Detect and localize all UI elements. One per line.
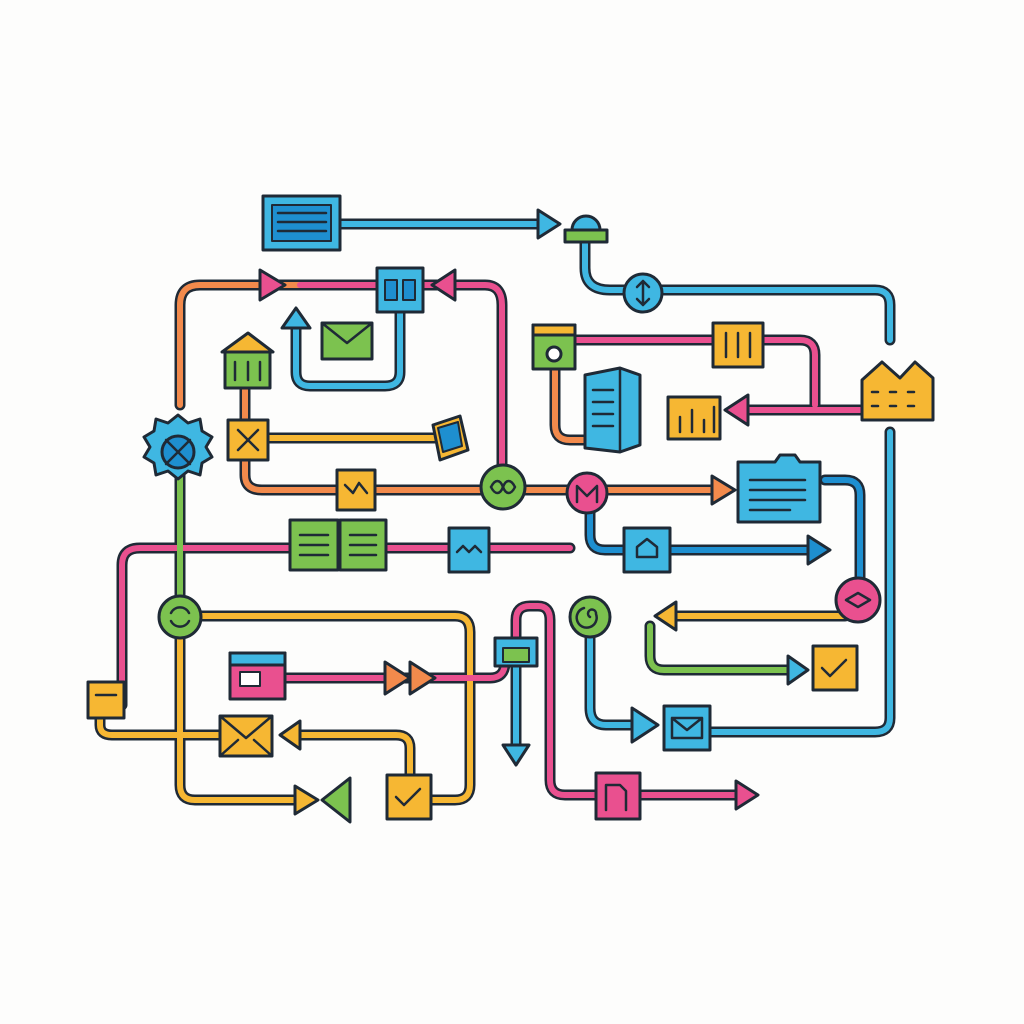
arrow-left-icon <box>723 393 750 427</box>
keyboard-icon <box>261 194 342 252</box>
binders-icon <box>711 321 765 369</box>
close-box-icon <box>226 418 270 462</box>
arrow-left-icon <box>278 719 302 751</box>
arrow-left-icon <box>430 268 457 302</box>
dome-sensor-icon <box>563 214 609 244</box>
truck-card-icon <box>228 651 287 701</box>
bar-chart-icon <box>666 395 722 441</box>
box-icon <box>86 680 126 720</box>
wave-card-icon <box>447 526 491 574</box>
connector-icon <box>493 636 539 668</box>
binders-pair-icon <box>288 518 388 572</box>
arrow-right-icon <box>383 660 437 696</box>
arrow-right-icon <box>258 268 287 302</box>
arrow-down-icon <box>501 743 531 767</box>
arrow-right-icon <box>710 474 737 506</box>
building-icon <box>583 366 642 454</box>
arrow-up-icon <box>280 306 312 330</box>
check-icon <box>811 644 859 692</box>
diamond-icon <box>834 576 882 624</box>
spiral-icon <box>568 595 612 639</box>
arrowheads <box>258 208 832 824</box>
film-icon <box>531 323 577 371</box>
house-icon <box>220 331 275 390</box>
factory-icon <box>860 360 935 422</box>
arrow-right-icon <box>630 706 660 744</box>
calendar-icon <box>335 468 377 512</box>
pipes <box>97 221 893 803</box>
envelope-icon <box>320 321 374 361</box>
folder-icon <box>736 453 822 524</box>
check-box-icon <box>385 773 433 821</box>
tag-icon <box>594 771 642 821</box>
arrow-right-icon <box>806 534 832 566</box>
infinity-icon <box>479 463 527 511</box>
arrow-left-icon <box>320 776 352 824</box>
mail-m-icon <box>565 471 609 515</box>
vertical-arrows-icon <box>622 272 664 314</box>
mail-box-icon <box>662 704 712 752</box>
mail-icon <box>218 714 274 758</box>
home-box-icon <box>622 526 672 574</box>
arrow-right-icon <box>786 654 810 686</box>
arrow-left-icon <box>653 600 678 632</box>
nodes <box>86 194 935 821</box>
gear-hub-icon <box>142 413 214 481</box>
document-icon <box>431 414 470 462</box>
arrow-right-icon <box>293 784 320 816</box>
arrow-right-icon <box>536 208 562 240</box>
arrow-right-icon <box>734 779 760 811</box>
window-icon <box>375 266 425 314</box>
recycle-icon <box>157 594 203 640</box>
